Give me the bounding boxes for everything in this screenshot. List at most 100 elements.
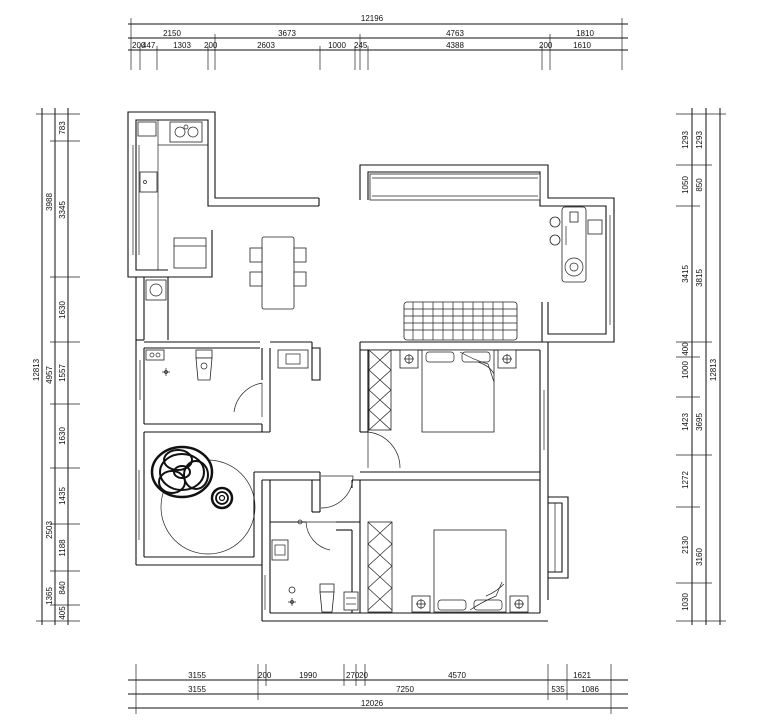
- double-bed: [433, 529, 507, 613]
- left-dim: 4957: [45, 366, 54, 384]
- bedroom-1: [368, 349, 517, 433]
- wardrobe: [367, 521, 393, 613]
- right-dim: 3160: [695, 548, 704, 566]
- burner-icon: [187, 126, 199, 138]
- top-dim: 2603: [257, 41, 275, 50]
- left-dim: 1630: [58, 427, 67, 445]
- bottom-total-dim: 12026: [361, 699, 384, 708]
- bedroom-2: [367, 521, 529, 613]
- top-dim: 200: [132, 41, 146, 50]
- stool: [549, 234, 561, 246]
- dining-chair: [249, 247, 263, 263]
- lounge-chair: [150, 445, 214, 499]
- kitchen: [137, 120, 208, 301]
- stool: [549, 216, 561, 228]
- lounge-area: [150, 445, 256, 555]
- sofa: [403, 301, 518, 341]
- wash-basin: [277, 349, 309, 369]
- right-dim: 3695: [695, 413, 704, 431]
- top-dim: 1303: [173, 41, 191, 50]
- dining-chair: [293, 271, 307, 287]
- right-dim: 1293: [695, 131, 704, 149]
- bottom-dim: 535: [551, 685, 565, 694]
- right-total-dim: 12813: [709, 358, 718, 381]
- right-dim: 400: [681, 342, 690, 356]
- top-dim: 245: [354, 41, 368, 50]
- dining-chair: [249, 271, 263, 287]
- top-dim: 4763: [446, 29, 464, 38]
- left-dim: 2503: [45, 521, 54, 539]
- left-total-dim: 12813: [32, 358, 41, 381]
- pillow: [425, 351, 455, 363]
- right-dim: 2130: [681, 536, 690, 554]
- right-dim: 1030: [681, 593, 690, 611]
- bathroom-1: [145, 349, 309, 381]
- bedroom-1-door: [367, 431, 401, 469]
- dining-table: [261, 236, 295, 310]
- bathroom-2: [271, 519, 359, 613]
- left-dim: 3345: [58, 201, 67, 219]
- left-dim: 1557: [58, 364, 67, 382]
- top-dim: 2150: [163, 29, 181, 38]
- dining-chair: [293, 247, 307, 263]
- bottom-dim: 1621: [573, 671, 591, 680]
- floor-drain-icon: [288, 586, 296, 594]
- bedroom-2-door: [320, 475, 354, 509]
- bathroom-2-door: [305, 521, 336, 551]
- bottom-dim: 20: [359, 671, 368, 680]
- left-dim: 1630: [58, 301, 67, 319]
- top-dim: 4388: [446, 41, 464, 50]
- left-dim: 1365: [45, 587, 54, 605]
- doors: [233, 382, 401, 551]
- dining-set: [249, 236, 307, 310]
- bottom-dim: 200: [258, 671, 272, 680]
- right-dim: 1293: [681, 131, 690, 149]
- toilet-tank: [319, 583, 335, 593]
- right-dimension-chain: 12813 1293 3815 3695 3160 1293 1050 850 …: [676, 108, 726, 625]
- wardrobe: [368, 349, 392, 431]
- bottom-dim: 1990: [299, 671, 317, 680]
- right-dim: 1050: [681, 176, 690, 194]
- right-dim: 3815: [695, 269, 704, 287]
- right-dim: 1272: [681, 471, 690, 489]
- top-dim: 1000: [328, 41, 346, 50]
- top-dim: 3673: [278, 29, 296, 38]
- side-table: [210, 486, 234, 510]
- bottom-dim: 1086: [581, 685, 599, 694]
- left-dim: 783: [58, 121, 67, 135]
- faucet-icon: [143, 180, 147, 184]
- bottom-dim: 7250: [396, 685, 414, 694]
- sofa-body: [403, 301, 518, 341]
- top-dim: 1810: [576, 29, 594, 38]
- burner-icon: [174, 126, 186, 138]
- walls: [127, 111, 615, 622]
- side-cabinet: [587, 219, 603, 235]
- shower-rack: [145, 349, 165, 361]
- left-dim: 1188: [58, 539, 67, 557]
- floor-drain-icon: [162, 368, 170, 376]
- top-dimension-chain: 12196 2150 3673 4763 1810 200 447 1303 2…: [128, 14, 628, 70]
- left-dimension-chain: 12813 3988 4957 2503 1365 783 3345 1630 …: [32, 108, 80, 625]
- bottom-dim: 3155: [188, 671, 206, 680]
- sink-bowl-icon: [564, 257, 584, 277]
- top-dim: 200: [204, 41, 218, 50]
- left-dim: 3988: [45, 193, 54, 211]
- bottom-dim: 3155: [188, 685, 206, 694]
- bottom-dimension-chain: 3155 200 1990 270 20 4570 1621 3155 7250…: [128, 664, 628, 714]
- kitchen-cabinet: [137, 121, 157, 137]
- top-dim: 1610: [573, 41, 591, 50]
- pillow: [437, 599, 467, 611]
- right-dim: 850: [695, 178, 704, 192]
- shower-rack: [343, 591, 359, 611]
- bottom-dim: 270: [346, 671, 360, 680]
- left-dim: 1435: [58, 487, 67, 505]
- balcony: [369, 173, 603, 283]
- wash-basin: [271, 539, 289, 561]
- bathroom-1-door: [233, 382, 263, 417]
- right-dim: 1000: [681, 361, 690, 379]
- right-dim: 1423: [681, 413, 690, 431]
- top-total-dim: 12196: [361, 14, 384, 23]
- top-dim: 200: [539, 41, 553, 50]
- bottom-dim: 4570: [448, 671, 466, 680]
